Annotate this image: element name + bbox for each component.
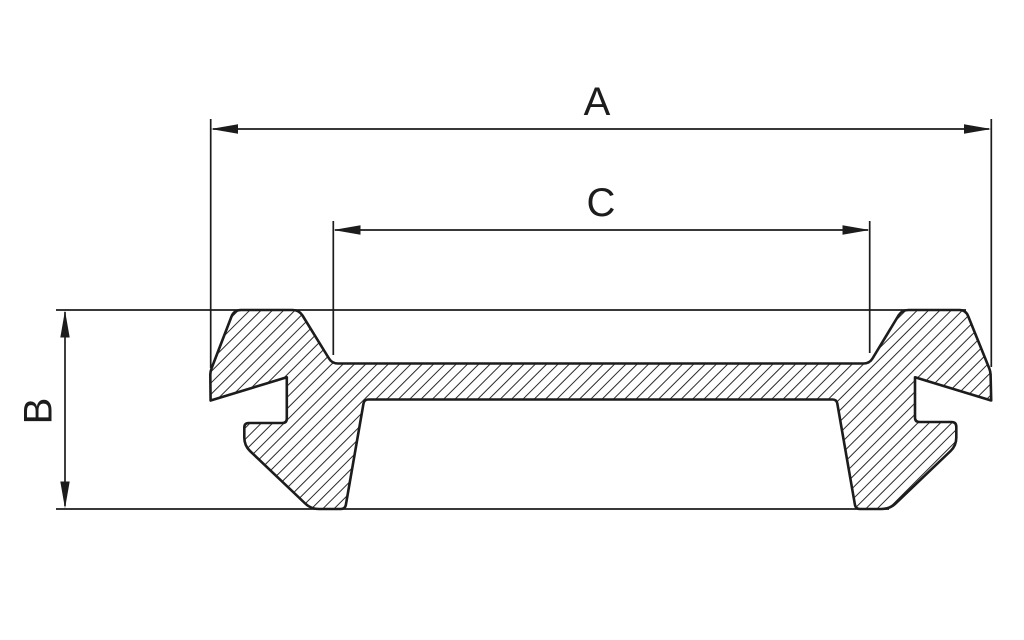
dimension-a-label: A <box>584 80 611 124</box>
dimension-c-arrow-right-icon <box>842 225 870 235</box>
profile-cross-section <box>209 308 993 511</box>
dimension-a-arrow-right-icon <box>964 124 992 134</box>
dimension-b-arrow-bottom-icon <box>60 481 70 509</box>
dimension-b-label: B <box>17 398 61 425</box>
dimension-b-arrow-top-icon <box>60 310 70 338</box>
dimension-c-label: C <box>587 181 616 225</box>
dimension-c-arrow-left-icon <box>333 225 361 235</box>
dimension-a-arrow-left-icon <box>210 124 238 134</box>
